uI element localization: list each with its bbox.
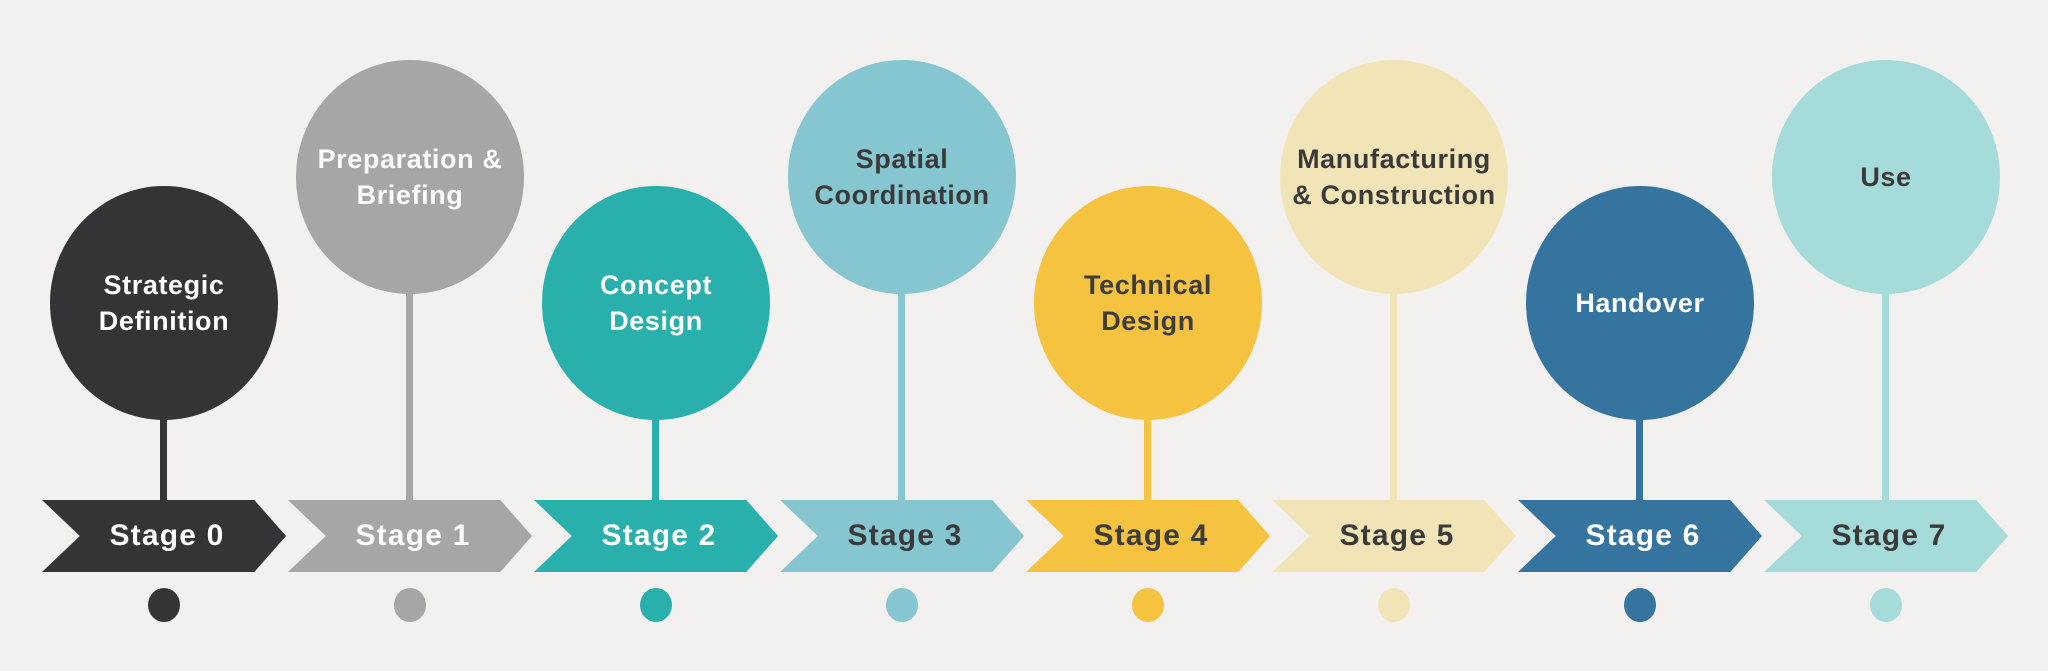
stage-5-name-line-2: & Construction [1292,180,1496,210]
stage-5-circle: Manufacturing & Construction [1280,60,1508,294]
stage-0-dot [148,588,180,622]
stage-3-circle: Spatial Coordination [788,60,1016,294]
stage-0-column: Strategic Definition Stage 0 [36,0,292,671]
stage-2-stem [652,414,659,502]
stage-4-banner-label: Stage 4 [1093,519,1209,552]
stage-2-banner-label: Stage 2 [601,519,717,552]
stage-2-column: Concept Design Stage 2 [528,0,784,671]
stage-3-banner-label: Stage 3 [847,519,963,552]
stage-4-column: Technical Design Stage 4 [1020,0,1276,671]
stage-7-stem [1882,288,1889,502]
stage-3-name-line-2: Coordination [814,180,990,210]
stage-7-circle: Use [1772,60,2000,294]
stage-4-dot [1132,588,1164,622]
stage-2-name-line-2: Design [609,306,703,336]
stage-7-banner-label: Stage 7 [1831,519,1947,552]
stage-5-stem [1390,288,1397,502]
stage-7-banner: Stage 7 [1764,500,2008,572]
stage-7-column: Use Stage 7 [1758,0,2014,671]
stage-7-dot [1870,588,1902,622]
stage-0-name-line-2: Definition [98,306,230,336]
stage-5-dot [1378,588,1410,622]
stage-6-banner: Stage 6 [1518,500,1762,572]
stage-2-name-line-1: Concept [599,270,713,300]
stage-5-banner-label: Stage 5 [1339,519,1455,552]
stage-6-name-line-1: Handover [1575,288,1705,318]
stage-4-circle: Technical Design [1034,186,1262,420]
stage-0-name-line-1: Strategic [103,270,225,300]
stage-3-dot [886,588,918,622]
stage-1-name-line-2: Briefing [356,180,464,210]
stage-1-name-line-1: Preparation & [317,144,503,174]
stage-0-circle: Strategic Definition [50,186,278,420]
stage-3-banner: Stage 3 [780,500,1024,572]
stage-5-name-line-1: Manufacturing [1297,144,1491,174]
stage-0-stem [160,414,167,502]
stage-6-stem [1636,414,1643,502]
stage-1-banner: Stage 1 [288,500,532,572]
stage-4-name-line-2: Design [1101,306,1195,336]
stage-5-banner: Stage 5 [1272,500,1516,572]
stage-1-circle: Preparation & Briefing [296,60,524,294]
stage-0-banner-label: Stage 0 [109,519,225,552]
stage-2-dot [640,588,672,622]
stage-1-banner-label: Stage 1 [355,519,471,552]
stage-5-column: Manufacturing & Construction Stage 5 [1266,0,1522,671]
stage-6-circle: Handover [1526,186,1754,420]
stage-7-name-line-1: Use [1860,162,1912,192]
stage-4-banner: Stage 4 [1026,500,1270,572]
stage-4-name-line-1: Technical [1084,270,1212,300]
stage-1-stem [406,288,413,502]
stage-4-stem [1144,414,1151,502]
stage-3-column: Spatial Coordination Stage 3 [774,0,1030,671]
stage-6-banner-label: Stage 6 [1585,519,1701,552]
stage-2-banner: Stage 2 [534,500,778,572]
stage-6-dot [1624,588,1656,622]
stage-2-circle: Concept Design [542,186,770,420]
stage-1-column: Preparation & Briefing Stage 1 [282,0,538,671]
stage-3-stem [898,288,905,502]
stage-0-banner: Stage 0 [42,500,286,572]
stage-1-dot [394,588,426,622]
stage-6-column: Handover Stage 6 [1512,0,1768,671]
stage-3-name-line-1: Spatial [855,144,949,174]
